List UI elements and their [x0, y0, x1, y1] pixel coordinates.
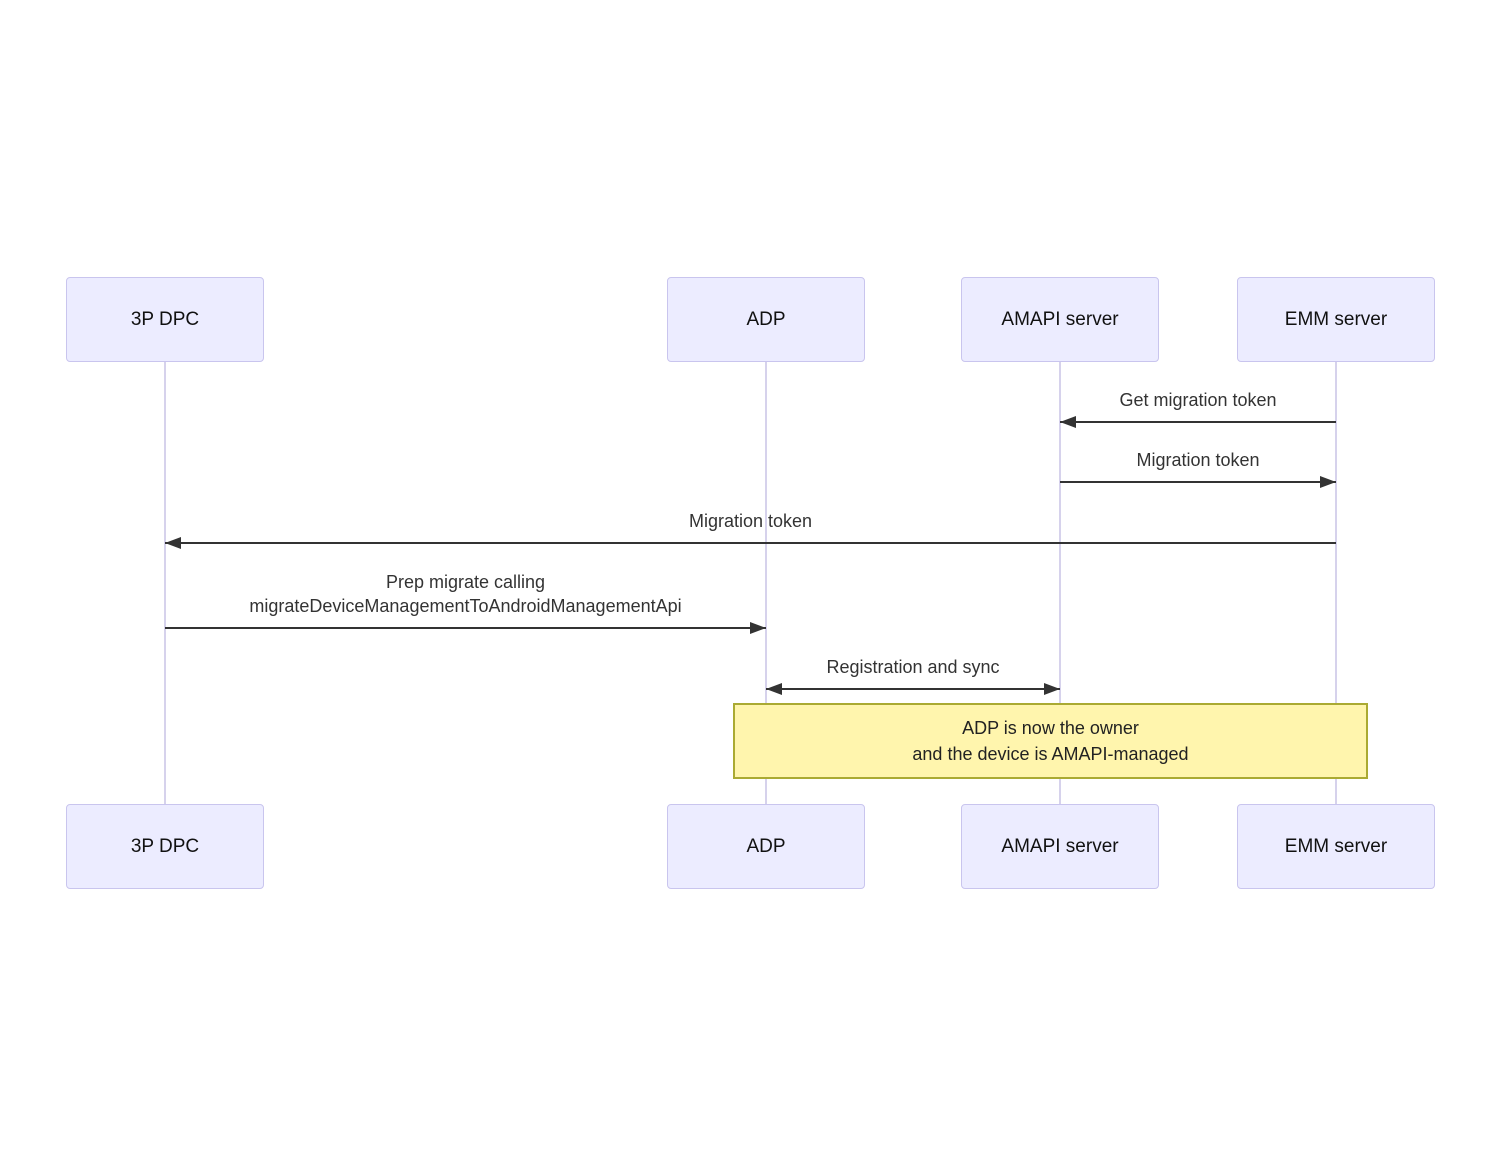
actor-box-emm-server-top: EMM server — [1237, 277, 1435, 362]
message-arrow-migration-token-to-emm — [1060, 476, 1336, 488]
actor-box-amapi-server-bottom: AMAPI server — [961, 804, 1159, 889]
lifeline-emm-server — [1335, 362, 1337, 804]
actor-label: EMM server — [1284, 835, 1388, 857]
actor-label: EMM server — [1284, 308, 1388, 330]
message-arrow-get-migration-token — [1060, 416, 1336, 428]
note-line2: and the device is AMAPI-managed — [912, 744, 1189, 764]
actor-box-adp-top: ADP — [667, 277, 865, 362]
actor-box-adp-bottom: ADP — [667, 804, 865, 889]
arrowhead-right-icon — [1320, 476, 1336, 488]
message-label-line1: Prep migrate calling — [385, 572, 546, 592]
arrowhead-right-icon — [1044, 683, 1060, 695]
actor-label: 3P DPC — [130, 308, 200, 330]
lifeline-3p-dpc — [164, 362, 166, 804]
actor-box-amapi-server-top: AMAPI server — [961, 277, 1159, 362]
arrowhead-left-icon — [766, 683, 782, 695]
arrowhead-left-icon — [165, 537, 181, 549]
actor-label: 3P DPC — [130, 835, 200, 857]
message-arrow-prep-migrate — [165, 622, 766, 634]
message-label-migration-token-to-emm: Migration token — [1136, 450, 1260, 470]
actor-label: AMAPI server — [1001, 308, 1119, 330]
message-label-prep-migrate: Prep migrate calling migrateDeviceManage… — [165, 570, 766, 618]
actor-label: ADP — [746, 308, 786, 330]
lifeline-adp — [765, 362, 767, 804]
note-line1: ADP is now the owner — [962, 718, 1139, 738]
message-label-migration-token-to-dpc: Migration token — [688, 511, 813, 531]
message-label-registration-and-sync: Registration and sync — [826, 657, 1000, 677]
arrowhead-right-icon — [750, 622, 766, 634]
message-arrow-migration-token-to-dpc — [165, 537, 1336, 549]
note-adp-owner: ADP is now the owner and the device is A… — [733, 703, 1368, 779]
arrowhead-left-icon — [1060, 416, 1076, 428]
message-label-get-migration-token: Get migration token — [1119, 390, 1277, 410]
lifeline-amapi-server — [1059, 362, 1061, 804]
actor-label: AMAPI server — [1001, 835, 1119, 857]
message-label-line2: migrateDeviceManagementToAndroidManageme… — [249, 596, 682, 616]
actor-box-3p-dpc-top: 3P DPC — [66, 277, 264, 362]
actor-box-emm-server-bottom: EMM server — [1237, 804, 1435, 889]
message-arrow-registration-and-sync — [766, 683, 1060, 695]
actor-label: ADP — [746, 835, 786, 857]
actor-box-3p-dpc-bottom: 3P DPC — [66, 804, 264, 889]
